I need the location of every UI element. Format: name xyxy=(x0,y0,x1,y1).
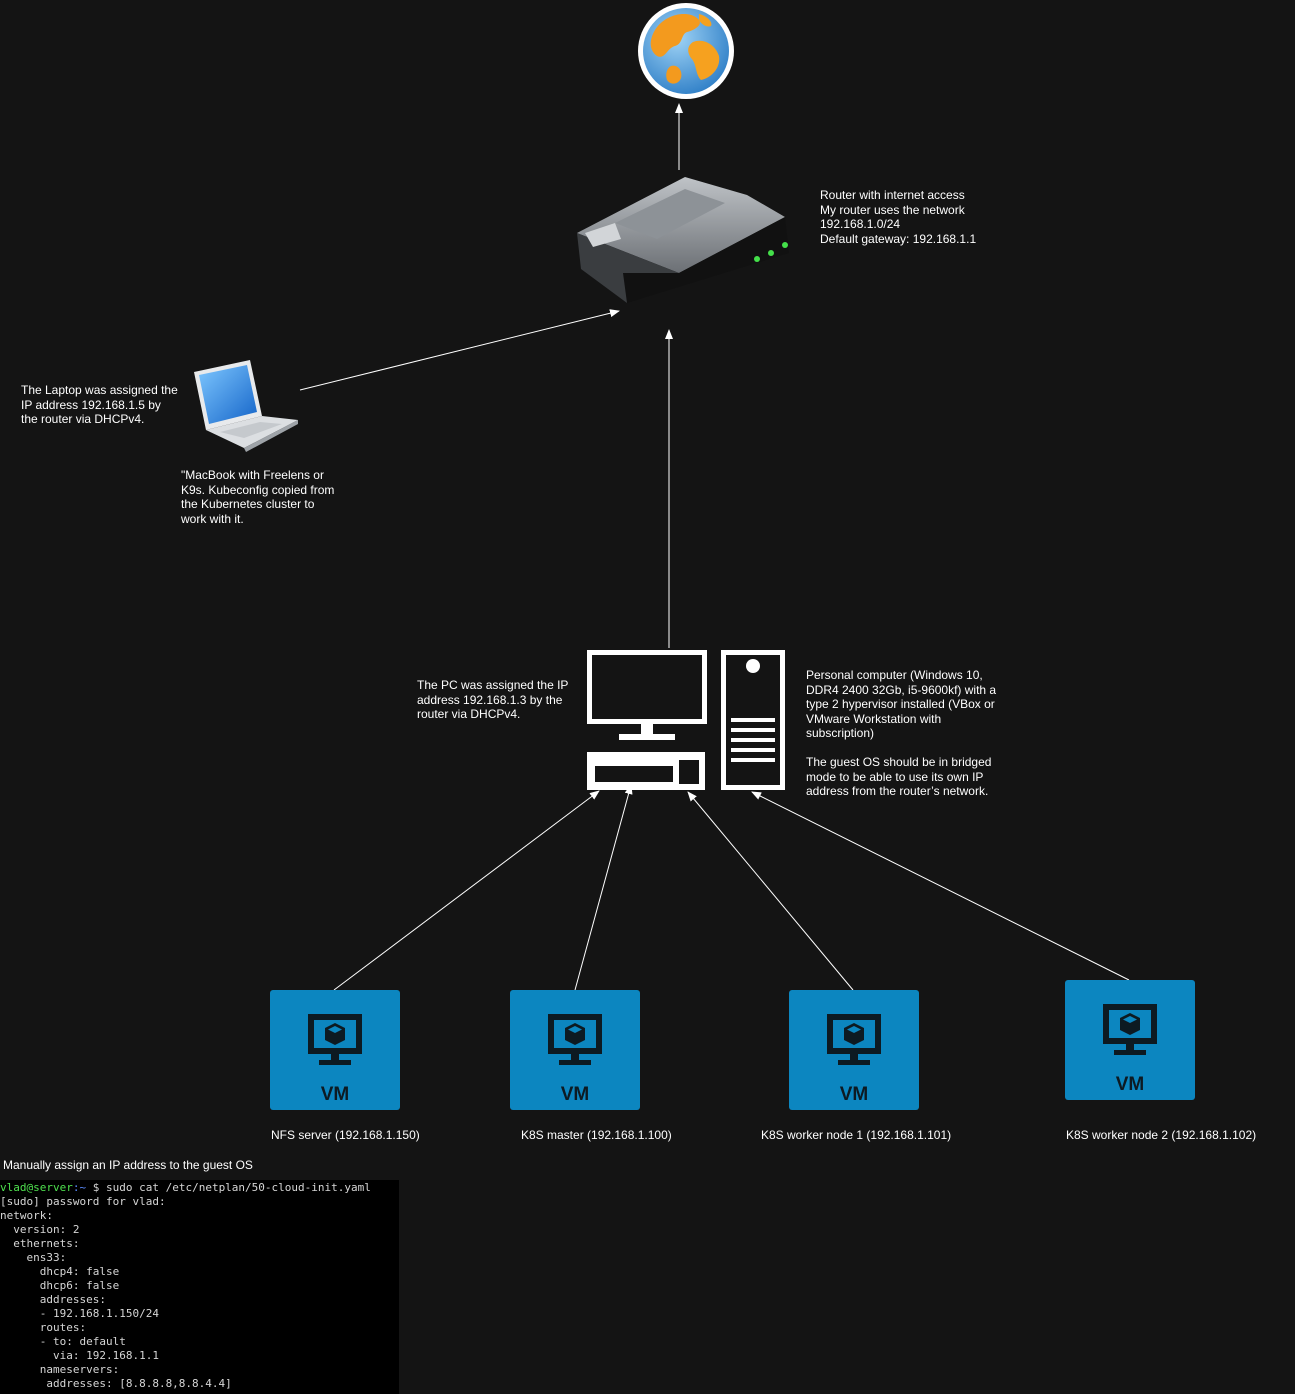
edge-vm4-pc xyxy=(751,791,1130,981)
laptop-description: "MacBook with Freelens or K9s. Kubeconfi… xyxy=(181,468,335,526)
vm-badge: VM xyxy=(560,1084,590,1105)
vm-badge: VM xyxy=(320,1084,350,1105)
globe-icon xyxy=(638,3,734,99)
vm-monitor-icon xyxy=(548,1014,602,1065)
edge-vm1-pc xyxy=(333,790,600,991)
vm-tile-k8s-master: VM xyxy=(510,990,640,1110)
vm-badge: VM xyxy=(839,1084,869,1105)
laptop-icon xyxy=(194,360,298,452)
vm-monitor-icon xyxy=(827,1014,881,1065)
vm-caption-k8s-worker-1: K8S worker node 1 (192.168.1.101) xyxy=(761,1128,952,1142)
edge-vm3-pc xyxy=(687,791,854,991)
terminal-command: $ sudo cat /etc/netplan/50-cloud-init.ya… xyxy=(92,1181,371,1194)
vm-tile-nfs-server: VM xyxy=(270,990,400,1110)
terminal-screenshot: vlad@server:~ $ sudo cat /etc/netplan/50… xyxy=(0,1180,399,1394)
pc-ip-label: The PC was assigned the IP address 192.1… xyxy=(417,678,569,721)
vm-caption-k8s-master: K8S master (192.168.1.100) xyxy=(521,1128,672,1142)
terminal-output: [sudo] password for vlad: network: versi… xyxy=(0,1195,232,1390)
edge-vm2-pc xyxy=(574,784,633,991)
terminal-user: vlad@server xyxy=(0,1181,73,1194)
vm-caption-nfs-server: NFS server (192.168.1.150) xyxy=(271,1128,420,1142)
edge-laptop-router xyxy=(299,309,620,391)
router-label: Router with internet access My router us… xyxy=(820,188,977,246)
terminal-heading: Manually assign an IP address to the gue… xyxy=(3,1158,253,1172)
vm-badge: VM xyxy=(1115,1074,1145,1095)
router-icon xyxy=(577,177,789,303)
pc-description: Personal computer (Windows 10, DDR4 2400… xyxy=(806,668,997,798)
vm-caption-k8s-worker-2: K8S worker node 2 (192.168.1.102) xyxy=(1066,1128,1257,1142)
vm-tile-k8s-worker-2: VM xyxy=(1065,980,1195,1100)
laptop-ip-label: The Laptop was assigned the IP address 1… xyxy=(21,383,178,426)
vm-tile-k8s-worker-1: VM xyxy=(789,990,919,1110)
desktop-pc-icon xyxy=(587,650,785,790)
vm-monitor-icon xyxy=(308,1014,362,1065)
terminal-path: :~ xyxy=(72,1181,87,1194)
vm-monitor-icon xyxy=(1103,1004,1157,1055)
